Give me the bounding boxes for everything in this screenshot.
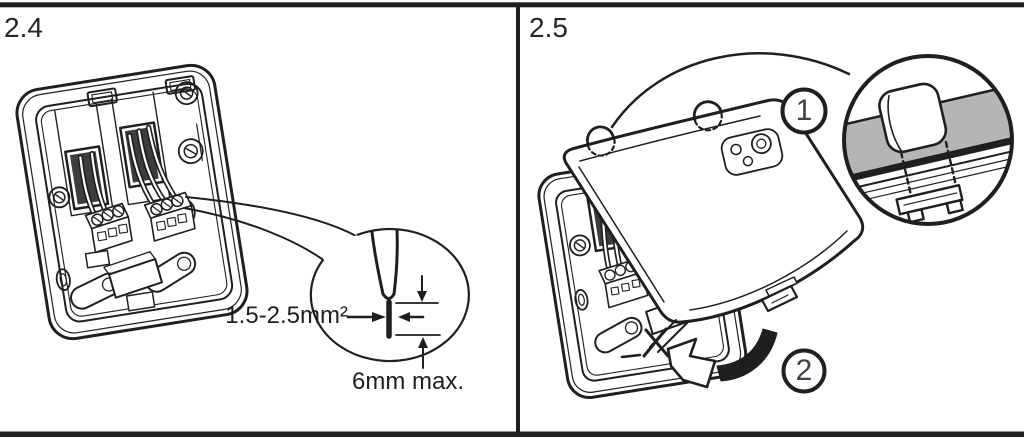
push-arrow-icon — [666, 328, 778, 389]
dimension-arrow-icons — [346, 275, 441, 369]
step-1-badge-number: 1 — [795, 94, 813, 127]
step-2-badge — [781, 348, 827, 394]
wire-leader-icon — [183, 196, 357, 260]
top-rule — [0, 2, 1024, 8]
step-2-badge-number: 2 — [795, 354, 813, 387]
strip-length-label: 6mm max. — [352, 368, 465, 395]
sensor-cluster-icon — [720, 128, 784, 176]
terminal-block — [84, 191, 196, 269]
cable-clamp-icon — [70, 251, 197, 312]
hook-clip-detail-icon — [842, 54, 1014, 226]
panel-label-2-4: 2.4 — [4, 12, 43, 43]
swing-arc-icon — [610, 52, 851, 129]
panel-divider — [516, 7, 520, 432]
wire-strip-detail-icon — [309, 227, 470, 363]
step-1-badge — [780, 87, 828, 135]
latch-tab-icon — [760, 276, 799, 313]
bottom-rule — [0, 431, 1024, 437]
panel-label-2-5: 2.5 — [529, 12, 568, 43]
snap-burst-icon — [620, 319, 689, 359]
backplate-illustration — [15, 63, 249, 341]
hook-bump-icon — [586, 100, 723, 157]
wire-gauge-label: 1.5-2.5mm² — [225, 302, 348, 329]
